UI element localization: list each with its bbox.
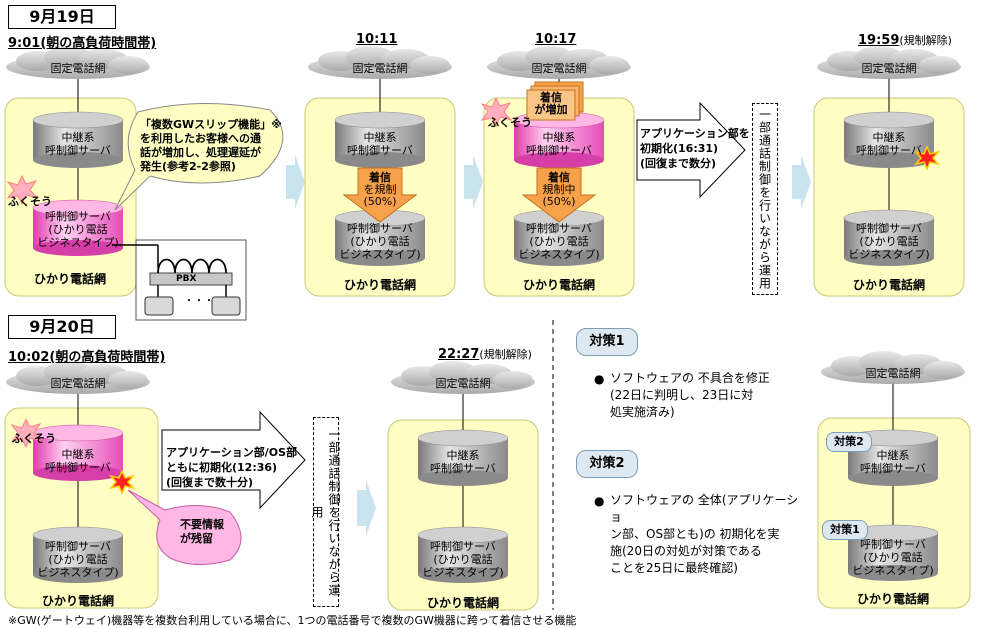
cloud-label-6: 固定電話網 <box>435 377 491 390</box>
call-server-label-1: 呼制御サーバ(ひかり電話ビジネスタイプ) <box>37 210 119 249</box>
call-server-label-7: 呼制御サーバ(ひかり電話ビジネスタイプ) <box>852 538 934 577</box>
measure-2-text: ソフトウェアの 全体(アプリケーション部、OS部とも)の 初期化を実施(20日の… <box>610 493 799 575</box>
call-server-label-5: 呼制御サーバ(ひかり電話ビジネスタイプ) <box>37 540 119 579</box>
relay-server-label-3: 中継系呼制御サーバ <box>526 131 592 157</box>
congestion-label-3: ふくそう <box>12 432 56 445</box>
call-server-label-4: 呼制御サーバ(ひかり電話ビジネスタイプ) <box>848 222 930 261</box>
measure-2-tag: 対策2 <box>826 432 872 452</box>
network-label-1: ひかり電話網 <box>33 272 106 286</box>
relay-server-label-6: 中継系呼制御サーバ <box>430 449 496 475</box>
partial-control-note-1: 一部通話制御を行いながら運用 <box>752 103 778 295</box>
callout-text-1: 「複数GWスリップ機能」※を利用したお客様への通話が増加し、処理遅延が発生(参考… <box>140 118 282 173</box>
congestion-label-1: ふくそう <box>8 195 52 208</box>
cloud-label-2: 固定電話網 <box>352 62 408 75</box>
network-label-7: ひかり電話網 <box>856 592 929 606</box>
call-server-label-3: 呼制御サーバ(ひかり電話ビジネスタイプ) <box>518 222 600 261</box>
network-label-2: ひかり電話網 <box>343 278 416 292</box>
regulation-text-2: 着信規制中(50%) <box>542 171 576 208</box>
incoming-increase-text: 着信が増加 <box>534 91 568 116</box>
app-init-arrow-1 <box>636 101 746 199</box>
measure-1-text: ソフトウェアの 不具合を修正(22日に判明し、23日に対処実施済み) <box>610 371 770 419</box>
cloud-label-5: 固定電話網 <box>50 377 106 390</box>
time-2227: 22:27(規制解除) <box>438 347 532 362</box>
callout-text-2: 不要情報が残留 <box>180 518 224 545</box>
flow-arrow-1 <box>286 155 305 209</box>
callout-bubble-1 <box>114 103 284 211</box>
app-init-text-1: アプリケーション部を初期化(16:31)(回復まで数分) <box>640 127 750 170</box>
cloud-label-1: 固定電話網 <box>50 62 106 75</box>
time-0901: 9:01(朝の高負荷時間帯) <box>8 36 157 51</box>
relay-server-label-7: 中継系呼制御サーバ <box>860 449 926 475</box>
measure-1-bullet: ● <box>594 372 605 386</box>
app-init-arrow-2 <box>161 410 306 510</box>
date-sept-19: 9月19日 <box>8 5 116 29</box>
cloud-label-7: 固定電話網 <box>865 367 921 380</box>
callout-bubble-2 <box>127 489 242 565</box>
measure-1-tag: 対策1 <box>822 520 868 540</box>
relay-server-label-1: 中継系呼制御サーバ <box>45 131 111 157</box>
time-1959: 19:59(規制解除) <box>858 33 952 48</box>
network-label-6: ひかり電話網 <box>426 596 499 610</box>
partial-control-note-2: 一部通話制御を行いながら運用 <box>310 417 341 607</box>
call-server-label-6: 呼制御サーバ(ひかり電話ビジネスタイプ) <box>422 540 504 579</box>
relay-server-label-2: 中継系呼制御サーバ <box>347 131 413 157</box>
network-label-3: ひかり電話網 <box>522 278 595 292</box>
time-1017: 10:17 <box>535 32 577 47</box>
pbx-label: PBX <box>176 274 197 284</box>
flow-arrow-2 <box>464 155 483 209</box>
flow-arrow-3 <box>792 155 811 209</box>
measure-1-title: 対策1 <box>576 328 638 356</box>
congestion-label-2: ふくそう <box>488 116 532 129</box>
incoming-increase-arrows <box>526 81 584 121</box>
regulation-arrow-2 <box>521 167 597 223</box>
call-server-label-2: 呼制御サーバ(ひかり電話ビジネスタイプ) <box>339 222 421 261</box>
relay-server-label-4: 中継系呼制御サーバ <box>856 131 922 157</box>
relay-server-label-5: 中継系呼制御サーバ <box>45 448 111 474</box>
cloud-label-4: 固定電話網 <box>861 62 917 75</box>
footnote: ※GW(ゲートウェイ)機器等を複数台利用している場合に、1つの電話番号で複数のG… <box>8 614 577 627</box>
cloud-label-3: 固定電話網 <box>531 62 587 75</box>
app-init-text-2: アプリケーション部/OS部ともに初期化(12:36)(回復まで数十分) <box>166 446 298 489</box>
regulation-arrow-1 <box>342 167 418 223</box>
network-label-4: ひかり電話網 <box>852 278 925 292</box>
pbx-dots: ・・・ <box>184 296 214 307</box>
measure-2-bullet: ● <box>594 494 605 508</box>
pbx-illustration <box>112 239 247 321</box>
network-label-5: ひかり電話網 <box>41 594 114 608</box>
flow-arrow-4 <box>357 480 376 536</box>
regulation-text-1: 着信を規制(50%) <box>363 171 397 208</box>
time-1011: 10:11 <box>356 32 398 47</box>
measure-2-title: 対策2 <box>576 450 638 478</box>
date-sept-20: 9月20日 <box>8 315 116 339</box>
time-1002: 10:02(朝の高負荷時間帯) <box>8 350 166 365</box>
